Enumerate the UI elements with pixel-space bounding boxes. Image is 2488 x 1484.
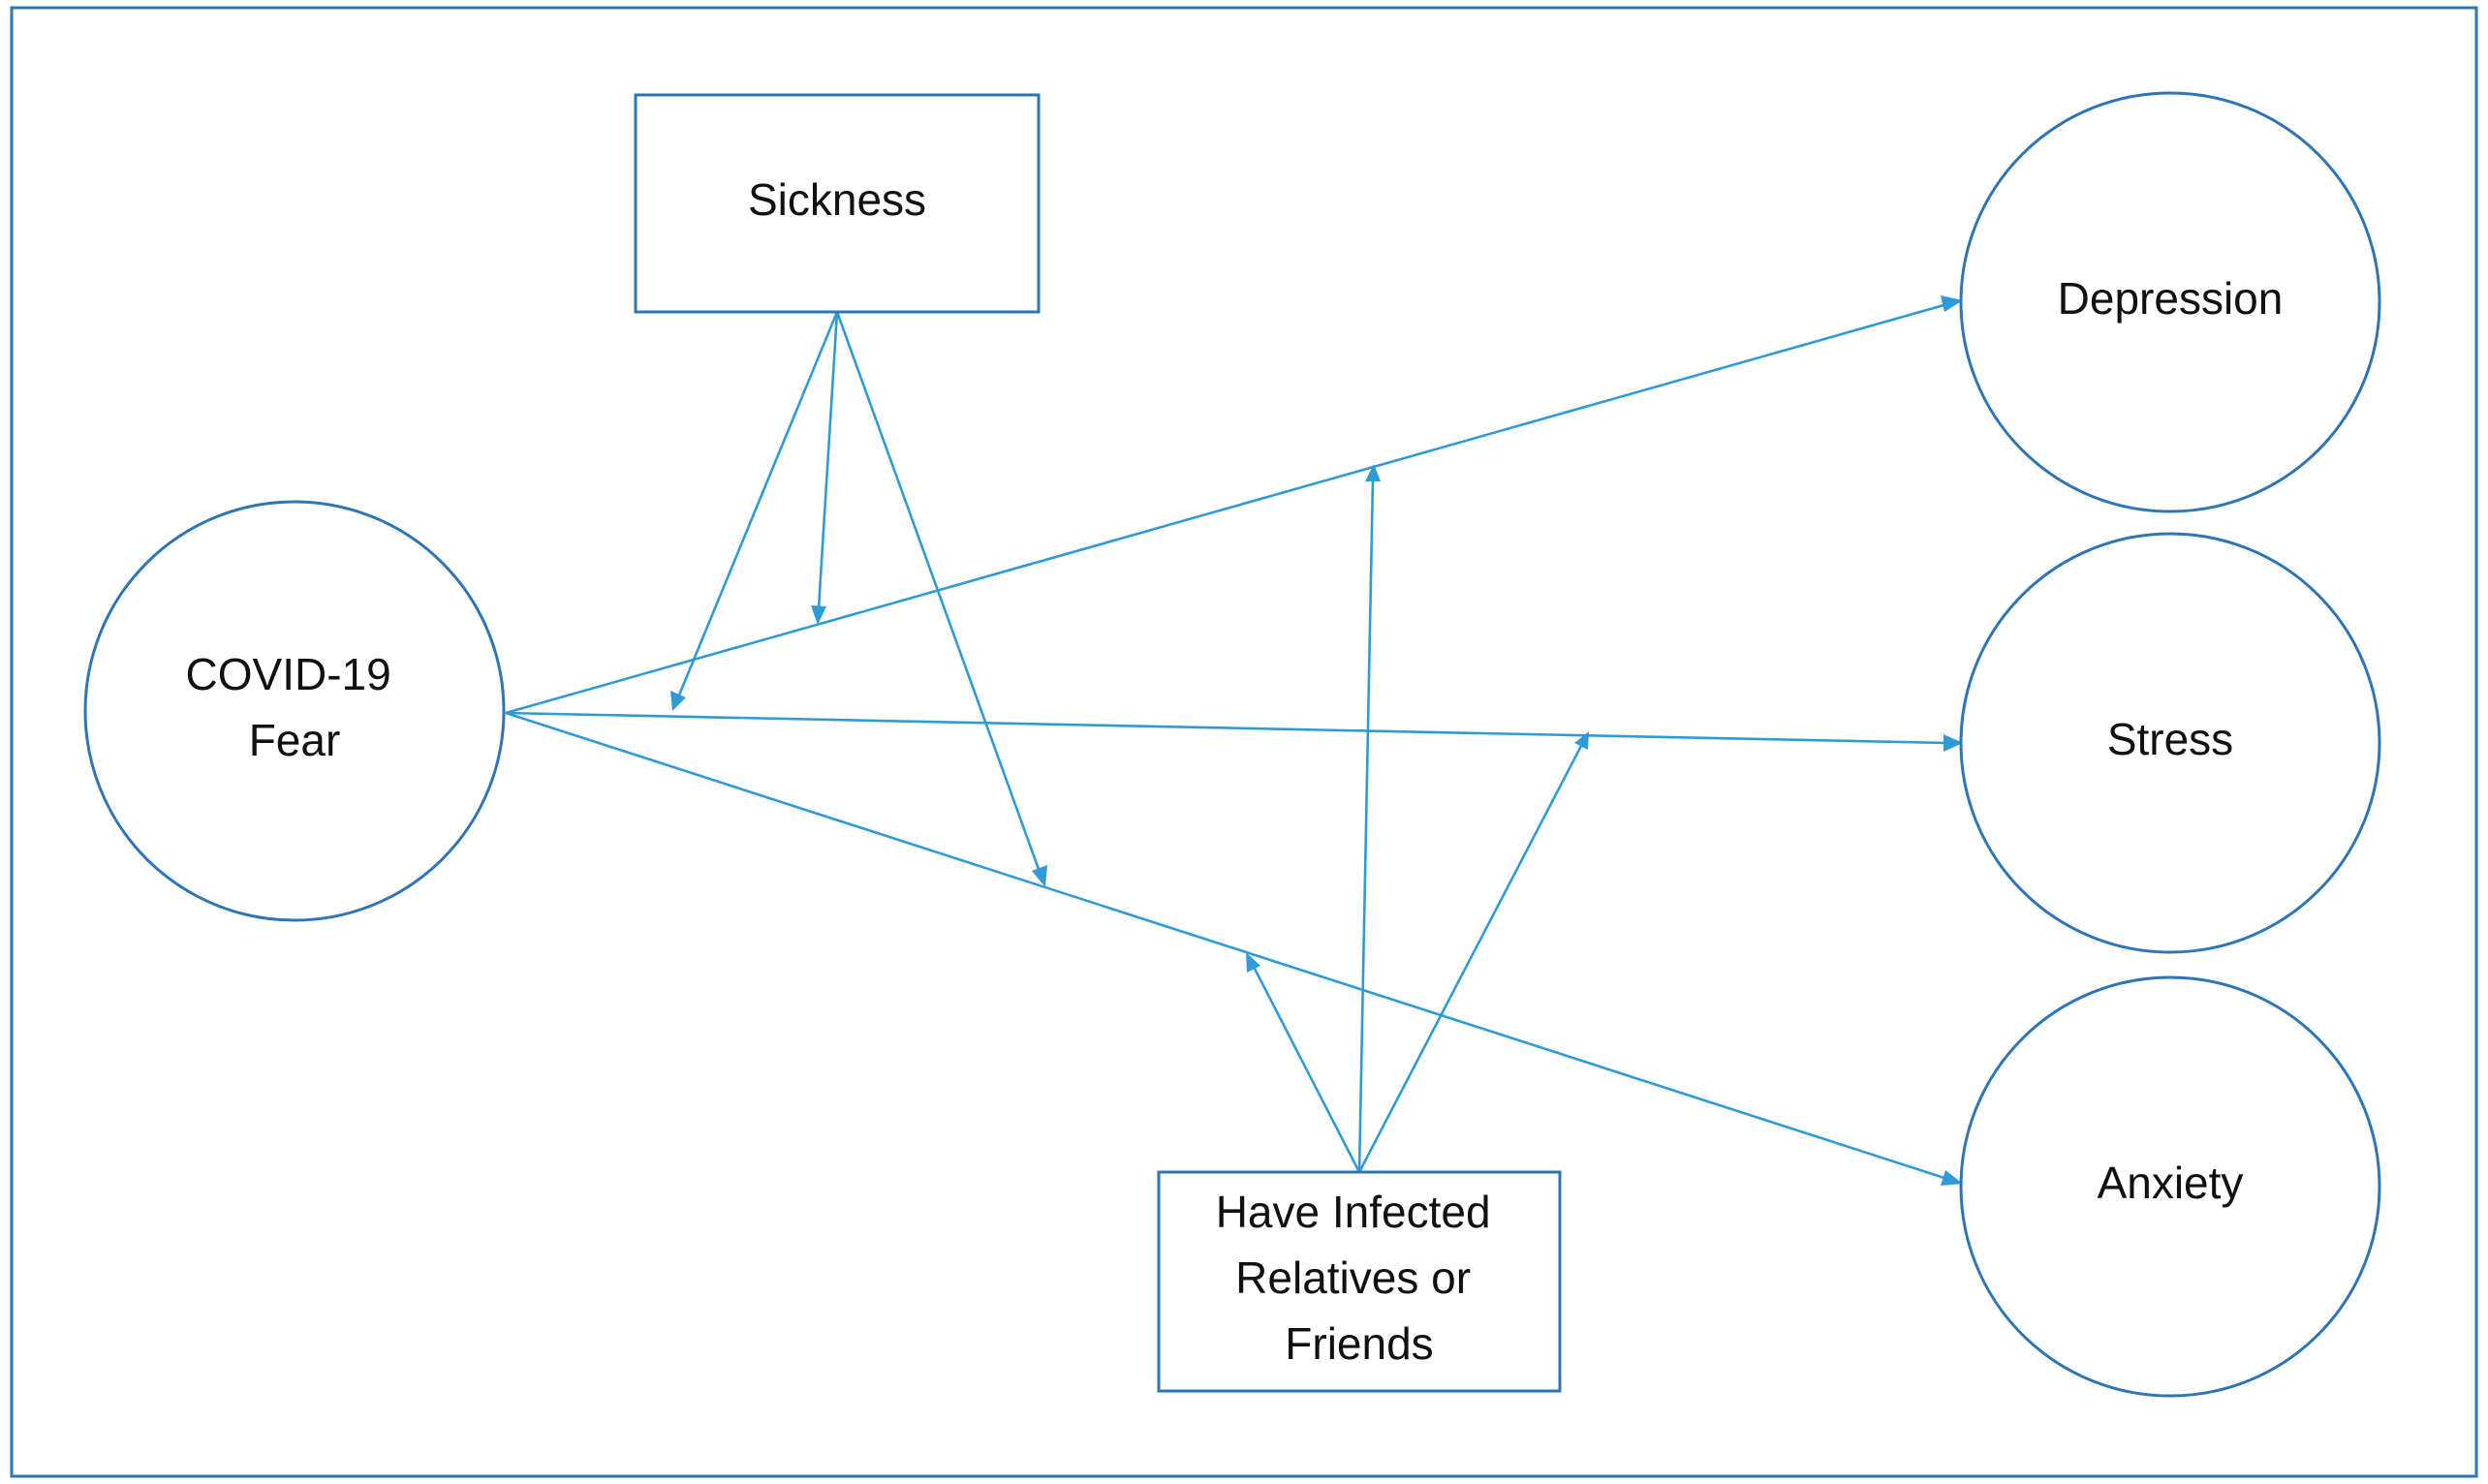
- stress-label: Stress: [2107, 714, 2233, 764]
- edges-group: [505, 295, 1963, 1186]
- sickness-label: Sickness: [748, 174, 926, 225]
- depression-label: Depression: [2058, 273, 2284, 324]
- edge-fear-to-anxiety: [505, 711, 1948, 1181]
- arrowhead-anxiety: [1941, 1170, 1963, 1186]
- covid-fear-circle: [83, 500, 506, 922]
- covid-fear-label-line-2: Fear: [249, 715, 341, 765]
- arrowhead-sickness-depression-path: [811, 605, 826, 625]
- anxiety-circle: [1959, 975, 2381, 1398]
- diagram-frame: [10, 6, 2478, 1478]
- arrowhead-stress: [1944, 734, 1963, 752]
- arrowhead-infected-depression-path: [1365, 464, 1381, 481]
- edge-sickness-to-fear-stress-path: [676, 311, 839, 698]
- covid-fear-label: COVID-19 Fear: [186, 649, 404, 765]
- arrowhead-depression: [1941, 295, 1963, 312]
- infected-relatives-line-3: Friends: [1285, 1318, 1433, 1369]
- infected-relatives-line-1: Have Infected: [1216, 1187, 1491, 1237]
- edge-infected-to-fear-depression-path: [1357, 478, 1375, 1173]
- arrowhead-sickness-anxiety-path: [1032, 865, 1047, 887]
- arrowhead-infected-stress-path: [1574, 731, 1589, 750]
- infected-relatives-box: [1157, 1170, 1562, 1393]
- node-infected-relatives: Have Infected Relatives or Friends: [1157, 1170, 1562, 1393]
- node-covid-fear: COVID-19 Fear: [83, 500, 506, 922]
- stress-circle: [1959, 532, 2381, 954]
- infected-relatives-label: Have Infected Relatives or Friends: [1216, 1187, 1504, 1369]
- edge-sickness-to-fear-anxiety-path: [835, 311, 1042, 873]
- edge-infected-to-fear-stress-path: [1357, 745, 1583, 1173]
- arrowhead-infected-anxiety-path: [1246, 952, 1260, 973]
- depression-circle: [1959, 91, 2381, 513]
- covid-fear-label-line-1: COVID-19: [186, 649, 391, 699]
- node-anxiety: Anxiety: [1959, 975, 2381, 1398]
- edge-fear-to-stress: [505, 711, 1948, 745]
- edge-sickness-to-fear-depression-path: [817, 311, 839, 609]
- sickness-box: [634, 93, 1041, 314]
- node-stress: Stress: [1959, 532, 2381, 954]
- node-depression: Depression: [1959, 91, 2381, 513]
- edge-fear-to-depression: [505, 302, 1948, 715]
- infected-relatives-line-2: Relatives or: [1235, 1252, 1471, 1303]
- anxiety-label: Anxiety: [2098, 1158, 2244, 1208]
- arrowhead-sickness-stress-path: [670, 691, 686, 711]
- node-sickness: Sickness: [634, 93, 1041, 314]
- edge-infected-to-fear-anxiety-path: [1252, 966, 1361, 1173]
